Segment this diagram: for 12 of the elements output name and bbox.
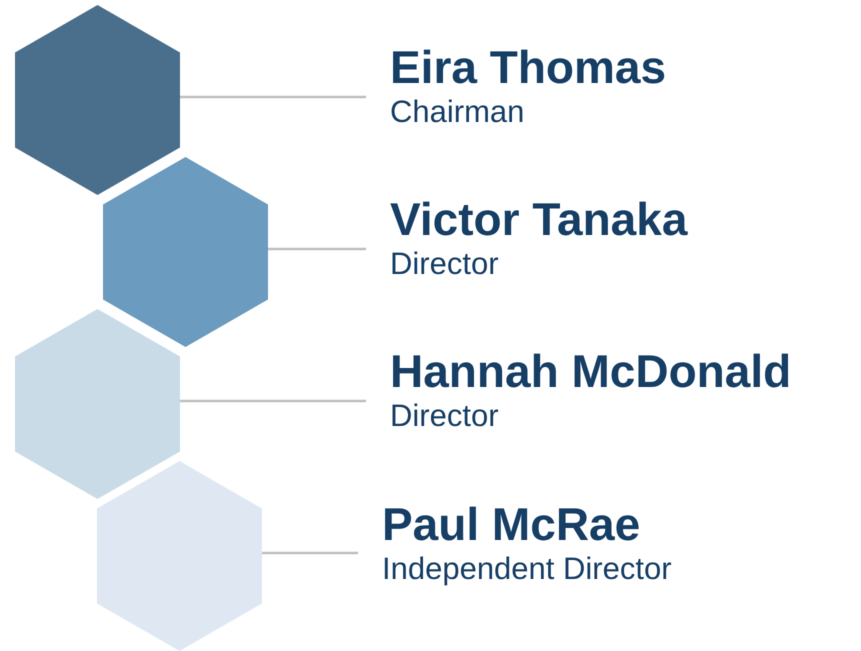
leader-line [268, 248, 366, 250]
leader-line [262, 552, 358, 554]
job-title: Chairman [390, 94, 526, 130]
job-title: Independent Director [382, 551, 672, 587]
job-title: Director [390, 398, 500, 434]
person-name: Hannah McDonald [390, 344, 792, 398]
person-name: Paul McRae [382, 497, 642, 551]
leader-line [180, 400, 366, 402]
person-name: Eira Thomas [390, 40, 666, 94]
leader-line [180, 96, 366, 98]
job-title: Director [390, 246, 500, 282]
person-name: Victor Tanaka [390, 192, 688, 246]
